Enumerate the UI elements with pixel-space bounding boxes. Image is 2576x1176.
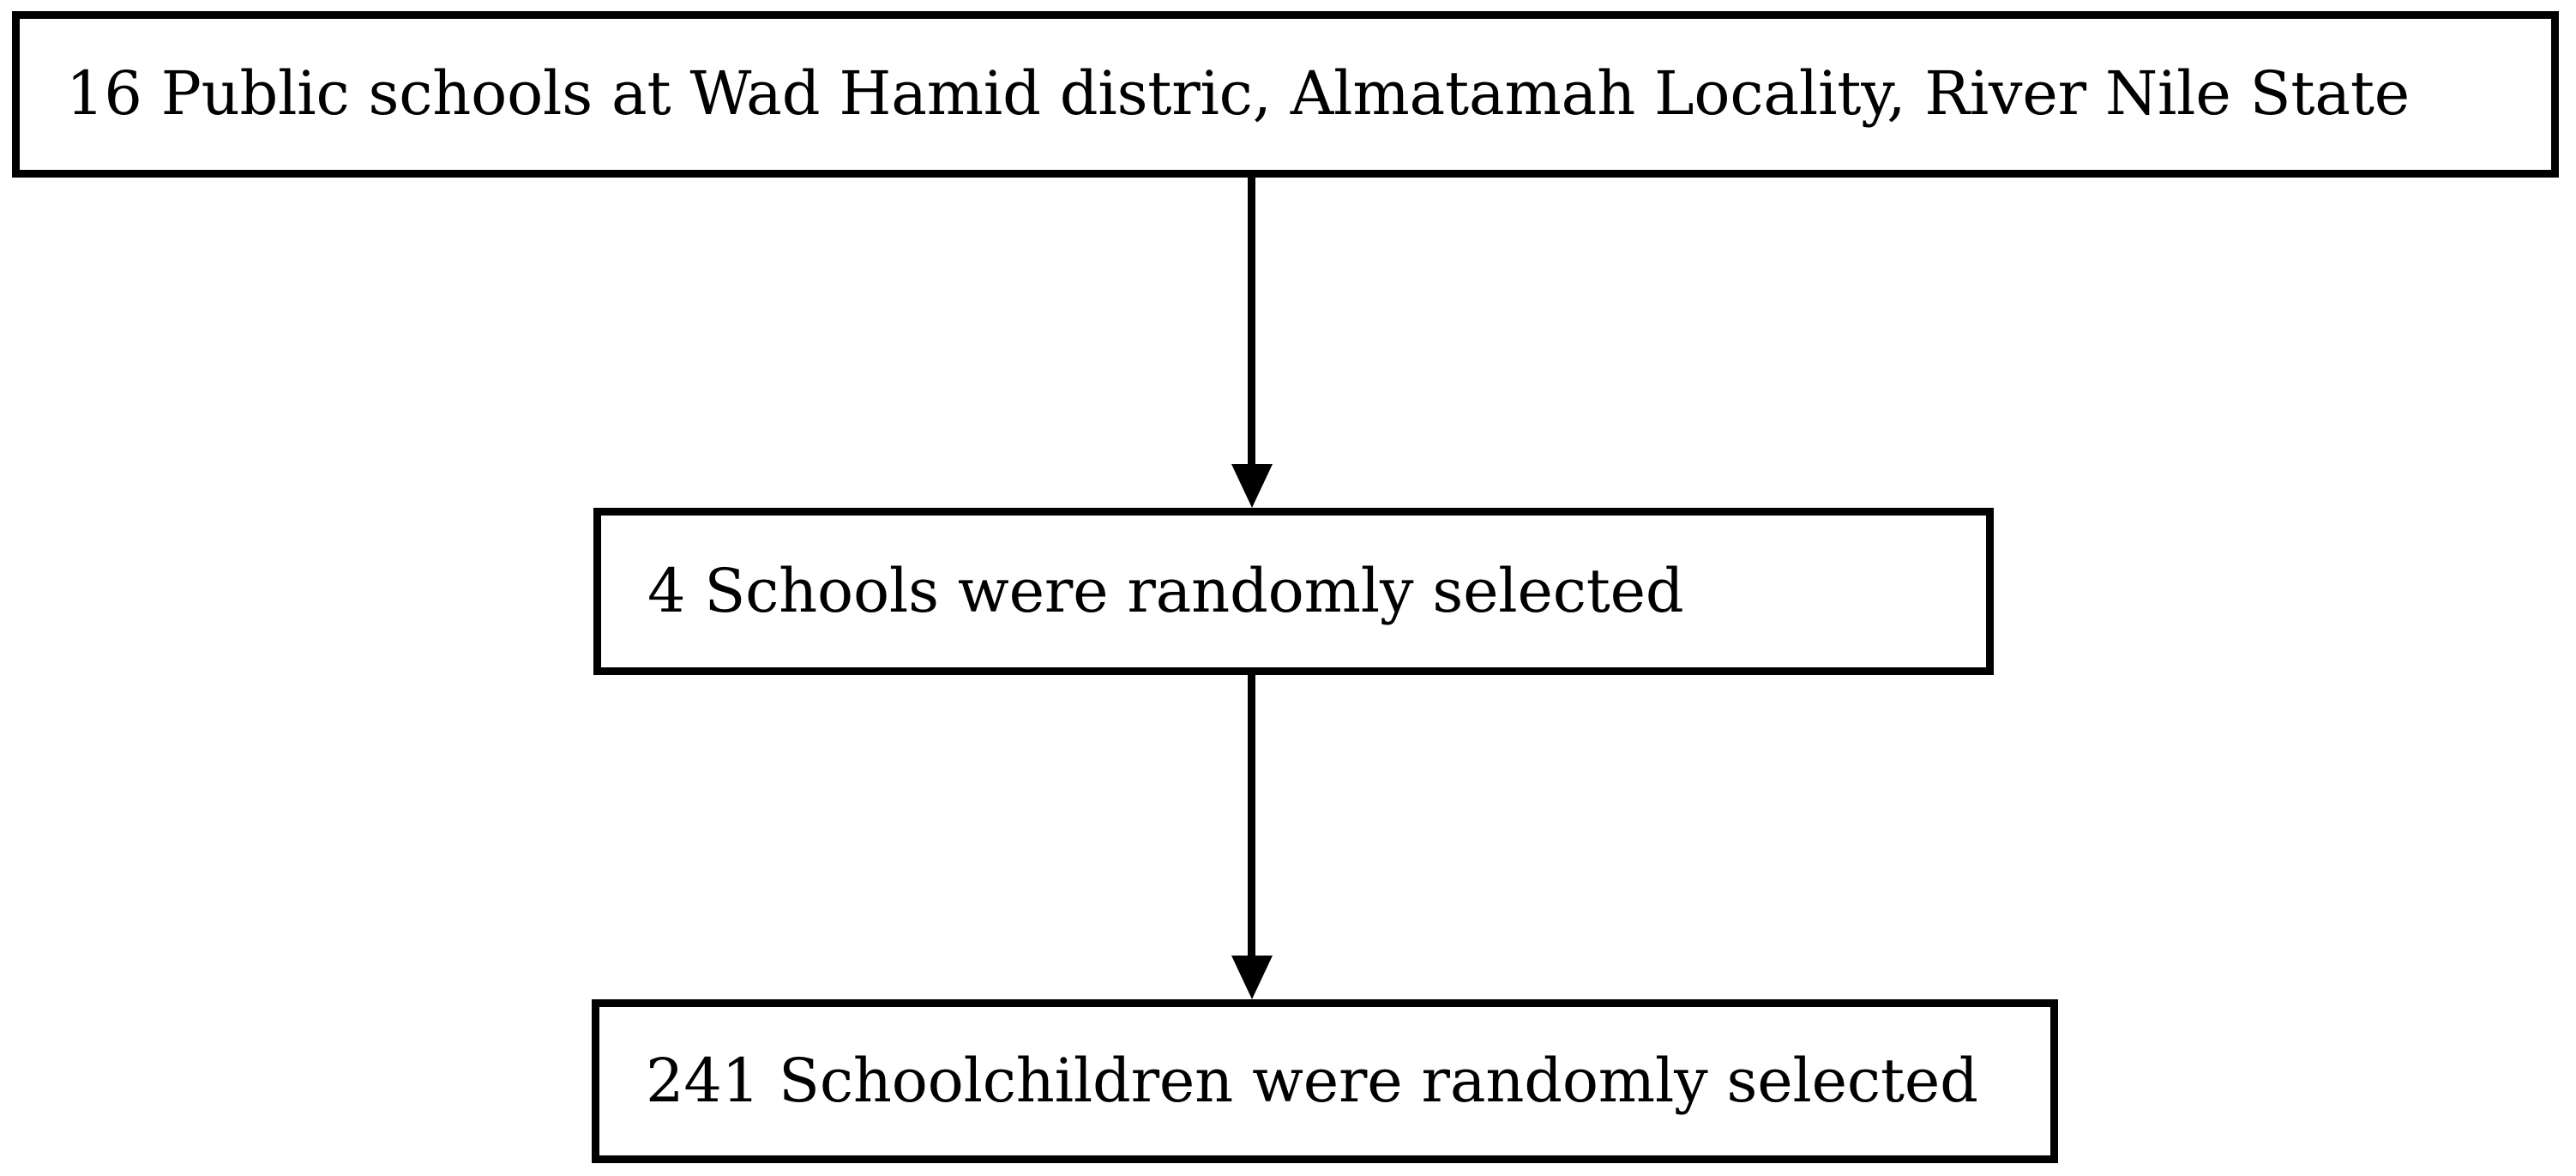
flowchart-node-population-label: 16 Public schools at Wad Hamid distric, … (66, 58, 2410, 130)
arrow-head-down-icon (1231, 464, 1273, 508)
arrow-head-down-icon (1231, 956, 1273, 999)
arrow-shaft (1248, 178, 1255, 464)
flowchart-node-children-selected-label: 241 Schoolchildren were randomly selecte… (646, 1045, 1978, 1116)
flowchart-node-children-selected: 241 Schoolchildren were randomly selecte… (592, 999, 2058, 1163)
flowchart-node-population: 16 Public schools at Wad Hamid distric, … (12, 11, 2559, 178)
flowchart-node-schools-selected: 4 Schools were randomly selected (593, 508, 1994, 675)
arrow-shaft (1248, 675, 1255, 956)
flowchart-node-schools-selected-label: 4 Schools were randomly selected (647, 555, 1684, 626)
